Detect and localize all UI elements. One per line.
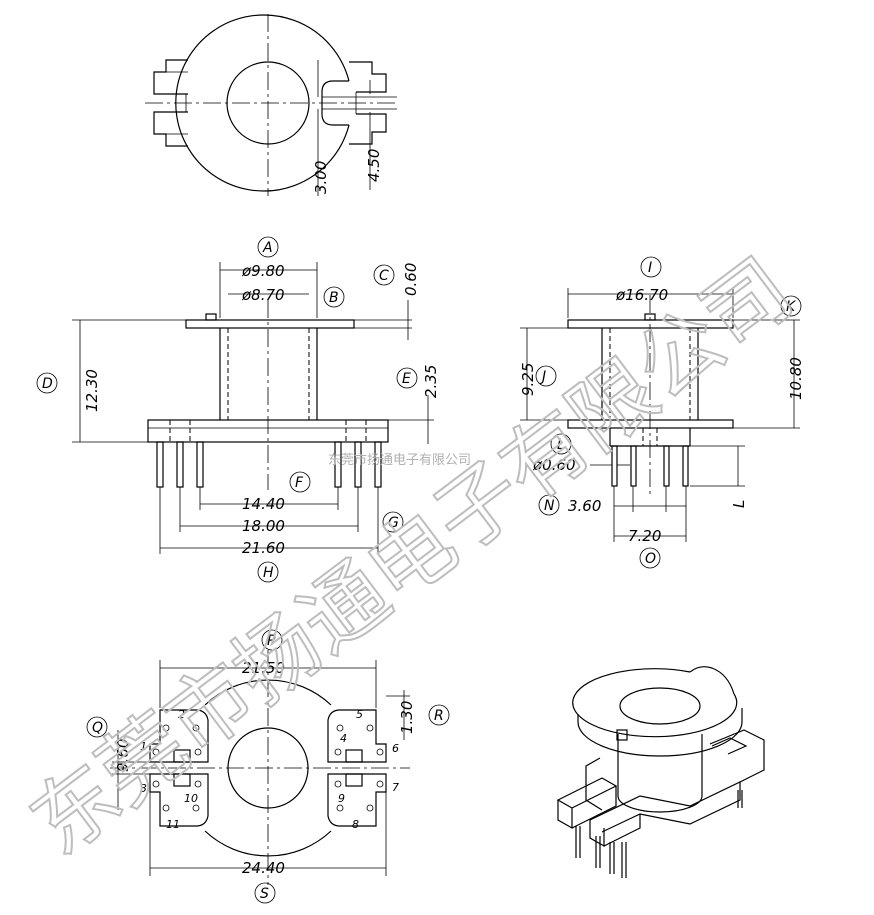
pin-number-11: 11 (166, 818, 180, 831)
callout-r: R (428, 704, 450, 726)
watermark-large: 东莞市扬通电子有限公司 (13, 240, 810, 874)
svg-text:K: K (786, 299, 797, 315)
isometric-view (556, 666, 765, 878)
svg-text:H: H (263, 565, 274, 581)
svg-text:C: C (379, 268, 389, 284)
svg-text:I: I (648, 260, 652, 276)
dim-pin-span-inner: 14.40 (242, 495, 285, 513)
pin-number-7: 7 (392, 781, 399, 794)
dim-mounting-width: 21.50 (242, 659, 285, 677)
callout-o: O (639, 547, 661, 569)
svg-text:L: L (557, 437, 565, 453)
callout-a: A (257, 236, 279, 258)
dim-slot-width: 3.00 (312, 161, 330, 194)
callout-n: N (538, 494, 560, 516)
dim-flange-thickness: 0.60 (402, 263, 420, 296)
svg-text:A: A (262, 240, 273, 256)
top-view: 3.00 4.50 (145, 14, 398, 196)
svg-text:E: E (402, 371, 411, 387)
iso-pins (575, 790, 743, 878)
side-view: ø16.70 10.80 9.25 L ø0.60 3.60 7.20 I J … (519, 256, 805, 569)
dim-tab-gap: 4.50 (365, 149, 383, 182)
callout-i: I (640, 256, 662, 278)
callout-f: F (289, 471, 311, 493)
pin-holes (152, 724, 384, 812)
dim-overall-width: 24.40 (242, 859, 285, 877)
callout-d: D (36, 372, 58, 394)
dim-pin-span-mid: 18.00 (242, 517, 285, 535)
dim-winding-height: 9.25 (519, 363, 537, 396)
dim-base-height: 2.35 (422, 365, 440, 398)
svg-text:D: D (42, 376, 53, 392)
dim-pin-row-span: 7.20 (628, 527, 661, 545)
callout-e: E (396, 367, 418, 389)
callout-l: L (550, 433, 572, 455)
svg-text:P: P (267, 633, 276, 649)
callout-c: C (373, 264, 395, 286)
callout-k: K (780, 295, 802, 317)
pin-number-4: 4 (340, 732, 347, 745)
svg-text:O: O (645, 551, 656, 567)
dim-pin-length: L (730, 500, 748, 508)
dim-pin-diameter: ø0.60 (532, 456, 576, 474)
dim-rib-width: 1.30 (398, 701, 416, 734)
pin-number-5: 5 (356, 708, 363, 721)
svg-text:G: G (388, 515, 399, 531)
side-pins (611, 445, 689, 487)
callout-h: H (257, 561, 279, 583)
svg-text:B: B (329, 290, 339, 306)
dim-pin-span-outer: 21.60 (242, 539, 285, 557)
pin-number-1: 1 (140, 740, 147, 753)
bottom-view: 1 2 3 4 5 6 7 8 9 10 11 21.50 24.40 9.60… (86, 629, 450, 904)
pin-number-2: 2 (178, 708, 185, 721)
callout-j: J (535, 365, 557, 387)
watermark-small: 东莞市扬通电子有限公司 (328, 452, 471, 468)
pin-number-6: 6 (392, 742, 399, 755)
front-view: ø9.80 ø8.70 12.30 0.60 2.35 14.40 18.00 … (36, 236, 440, 583)
svg-text:Q: Q (92, 720, 103, 736)
pin-number-3: 3 (140, 782, 147, 795)
callout-b: B (323, 286, 345, 308)
svg-text:N: N (544, 498, 555, 514)
svg-text:J: J (539, 369, 546, 385)
dim-total-height: 12.30 (83, 369, 101, 412)
svg-text:R: R (434, 708, 444, 724)
dim-slot-depth: 9.60 (114, 739, 132, 772)
watermark: 东莞市扬通电子有限公司 东莞市扬通电子有限公司 (12, 239, 811, 875)
callout-p: P (261, 629, 283, 651)
pin-number-9: 9 (338, 792, 345, 805)
callout-s: S (254, 882, 276, 904)
dim-outer-diameter: ø9.80 (241, 262, 285, 280)
pin-number-8: 8 (352, 818, 359, 831)
callout-q: Q (86, 716, 108, 738)
dim-inner-diameter: ø8.70 (241, 286, 285, 304)
dim-body-height: 10.80 (787, 357, 805, 400)
dim-flange-diameter: ø16.70 (615, 286, 668, 304)
callout-g: G (382, 511, 404, 533)
pin-number-10: 10 (184, 792, 198, 805)
dim-pin-pitch: 3.60 (568, 497, 601, 515)
svg-text:F: F (295, 475, 304, 491)
svg-text:S: S (260, 886, 269, 902)
